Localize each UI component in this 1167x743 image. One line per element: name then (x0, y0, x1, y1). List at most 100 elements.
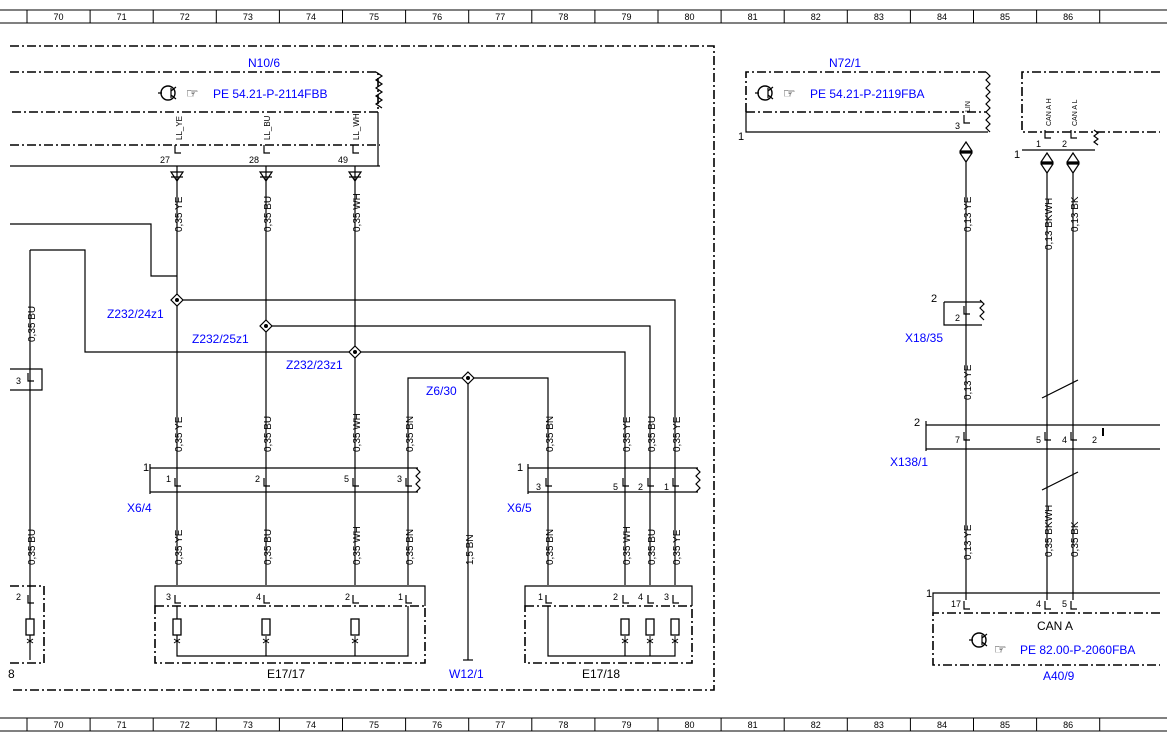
svg-text:0,13 YE: 0,13 YE (963, 364, 974, 400)
w12-1-label: W12/1 (449, 667, 484, 681)
ruler-number: 71 (117, 720, 127, 730)
svg-text:0,35 WH: 0,35 WH (352, 413, 363, 452)
svg-text:LL_YE: LL_YE (175, 116, 184, 140)
svg-text:0,35 BU: 0,35 BU (647, 529, 658, 565)
transistor-icon (971, 632, 987, 648)
svg-text:0,35 YE: 0,35 YE (174, 416, 185, 452)
ruler-number: 83 (874, 12, 884, 22)
svg-text:5: 5 (1062, 599, 1067, 609)
svg-text:2: 2 (931, 293, 937, 305)
svg-text:4: 4 (256, 592, 261, 602)
svg-text:2: 2 (16, 592, 21, 602)
svg-text:8: 8 (8, 667, 15, 681)
ruler-number: 78 (558, 720, 568, 730)
n10-6-ref[interactable]: ☞ PE 54.21-P-2114FBB (158, 85, 328, 101)
svg-text:0,35 YE: 0,35 YE (174, 196, 185, 232)
ruler-number: 79 (621, 720, 631, 730)
a40-9-ref-text: PE 82.00-P-2060FBA (1020, 643, 1135, 657)
svg-text:1: 1 (664, 482, 669, 492)
a40-9-bus: CAN A (1037, 619, 1073, 633)
left-lamp-block (10, 585, 45, 664)
svg-text:LIN: LIN (965, 101, 972, 112)
n10-6-label: N10/6 (248, 56, 280, 70)
a40-9-label: A40/9 (1043, 669, 1075, 683)
svg-text:0,35 BN: 0,35 BN (545, 416, 556, 452)
wires (10, 166, 676, 661)
svg-text:0,35 YE: 0,35 YE (672, 529, 683, 565)
n72-1-ref[interactable]: ☞ PE 54.21-P-2119FBA (755, 85, 925, 101)
svg-text:0,35 BU: 0,35 BU (27, 529, 38, 565)
svg-text:2: 2 (613, 592, 618, 602)
svg-text:0,35 BKWH: 0,35 BKWH (1044, 505, 1055, 557)
ruler-number: 83 (874, 720, 884, 730)
ruler-number: 77 (495, 720, 505, 730)
e17-17-label: E17/17 (267, 667, 305, 681)
svg-text:1: 1 (926, 588, 932, 600)
n10-6-ref-text: PE 54.21-P-2114FBB (213, 87, 328, 101)
x6-5-connector (527, 464, 701, 494)
x18-35-connector (943, 299, 985, 326)
ruler-number: 73 (243, 720, 253, 730)
svg-text:0,35 WH: 0,35 WH (352, 526, 363, 565)
x6-4-connector (149, 464, 421, 494)
svg-text:2: 2 (955, 313, 960, 323)
ruler-number: 72 (180, 12, 190, 22)
n72-1-ref-text: PE 54.21-P-2119FBA (810, 87, 925, 101)
ruler-number: 74 (306, 12, 316, 22)
ruler-number: 80 (685, 12, 695, 22)
svg-text:2: 2 (914, 417, 920, 429)
ruler-number: 84 (937, 720, 947, 730)
ruler-number: 81 (748, 12, 758, 22)
svg-text:0,35 BN: 0,35 BN (545, 529, 556, 565)
svg-text:3: 3 (664, 592, 669, 602)
ruler-number: 82 (811, 720, 821, 730)
transistor-icon (160, 85, 176, 101)
svg-text:0,35 YE: 0,35 YE (672, 416, 683, 452)
x6-4-label: X6/4 (127, 501, 152, 515)
ruler-number: 73 (243, 12, 253, 22)
svg-text:CAN A L: CAN A L (1072, 99, 1079, 126)
ruler-number: 71 (117, 12, 127, 22)
n10-6-pins: LL_YE LL_BU LL_WH 27 28 49 (160, 113, 361, 165)
svg-text:1: 1 (538, 592, 543, 602)
svg-text:5: 5 (613, 482, 618, 492)
ruler-number: 70 (54, 720, 64, 730)
svg-text:1: 1 (738, 131, 744, 143)
pointing-hand-icon: ☞ (783, 85, 796, 101)
pointing-hand-icon: ☞ (994, 641, 1007, 657)
svg-text:0,35 WH: 0,35 WH (622, 526, 633, 565)
svg-text:0,35 BN: 0,35 BN (405, 416, 416, 452)
svg-text:3: 3 (166, 592, 171, 602)
ruler-number: 82 (811, 12, 821, 22)
svg-text:17: 17 (951, 599, 961, 609)
svg-text:3: 3 (955, 121, 960, 131)
splice-z232-25z1: Z232/25z1 (192, 332, 249, 346)
splice-z232-24z1: Z232/24z1 (107, 307, 164, 321)
svg-text:4: 4 (1036, 599, 1041, 609)
svg-text:0,35 YE: 0,35 YE (174, 529, 185, 565)
right-wires (965, 162, 1079, 600)
e17-17-block (154, 585, 426, 664)
svg-text:0,35 BU: 0,35 BU (263, 196, 274, 232)
can-module (1021, 71, 1160, 133)
e17-18-label: E17/18 (582, 667, 620, 681)
svg-text:0,35 YE: 0,35 YE (622, 416, 633, 452)
svg-text:4: 4 (638, 592, 643, 602)
n72-1-label: N72/1 (829, 56, 861, 70)
svg-text:0,35 BU: 0,35 BU (263, 416, 274, 452)
left-connector (10, 368, 43, 391)
svg-text:1: 1 (1036, 139, 1041, 149)
svg-text:27: 27 (160, 155, 170, 165)
svg-text:CAN A H: CAN A H (1046, 98, 1053, 126)
ruler-number: 79 (621, 12, 631, 22)
wire-labels: 0,35 YE 0,35 BU 0,35 WH 0,35 BU 0,35 BU … (27, 193, 683, 565)
svg-text:1: 1 (1014, 149, 1020, 161)
x138-1-label: X138/1 (890, 455, 928, 469)
svg-text:0,35 BU: 0,35 BU (263, 529, 274, 565)
svg-text:7: 7 (955, 435, 960, 445)
svg-text:1: 1 (398, 592, 403, 602)
svg-text:0,35 WH: 0,35 WH (352, 193, 363, 232)
ruler-number: 76 (432, 720, 442, 730)
a40-9-ref[interactable]: ☞ PE 82.00-P-2060FBA (969, 632, 1135, 657)
